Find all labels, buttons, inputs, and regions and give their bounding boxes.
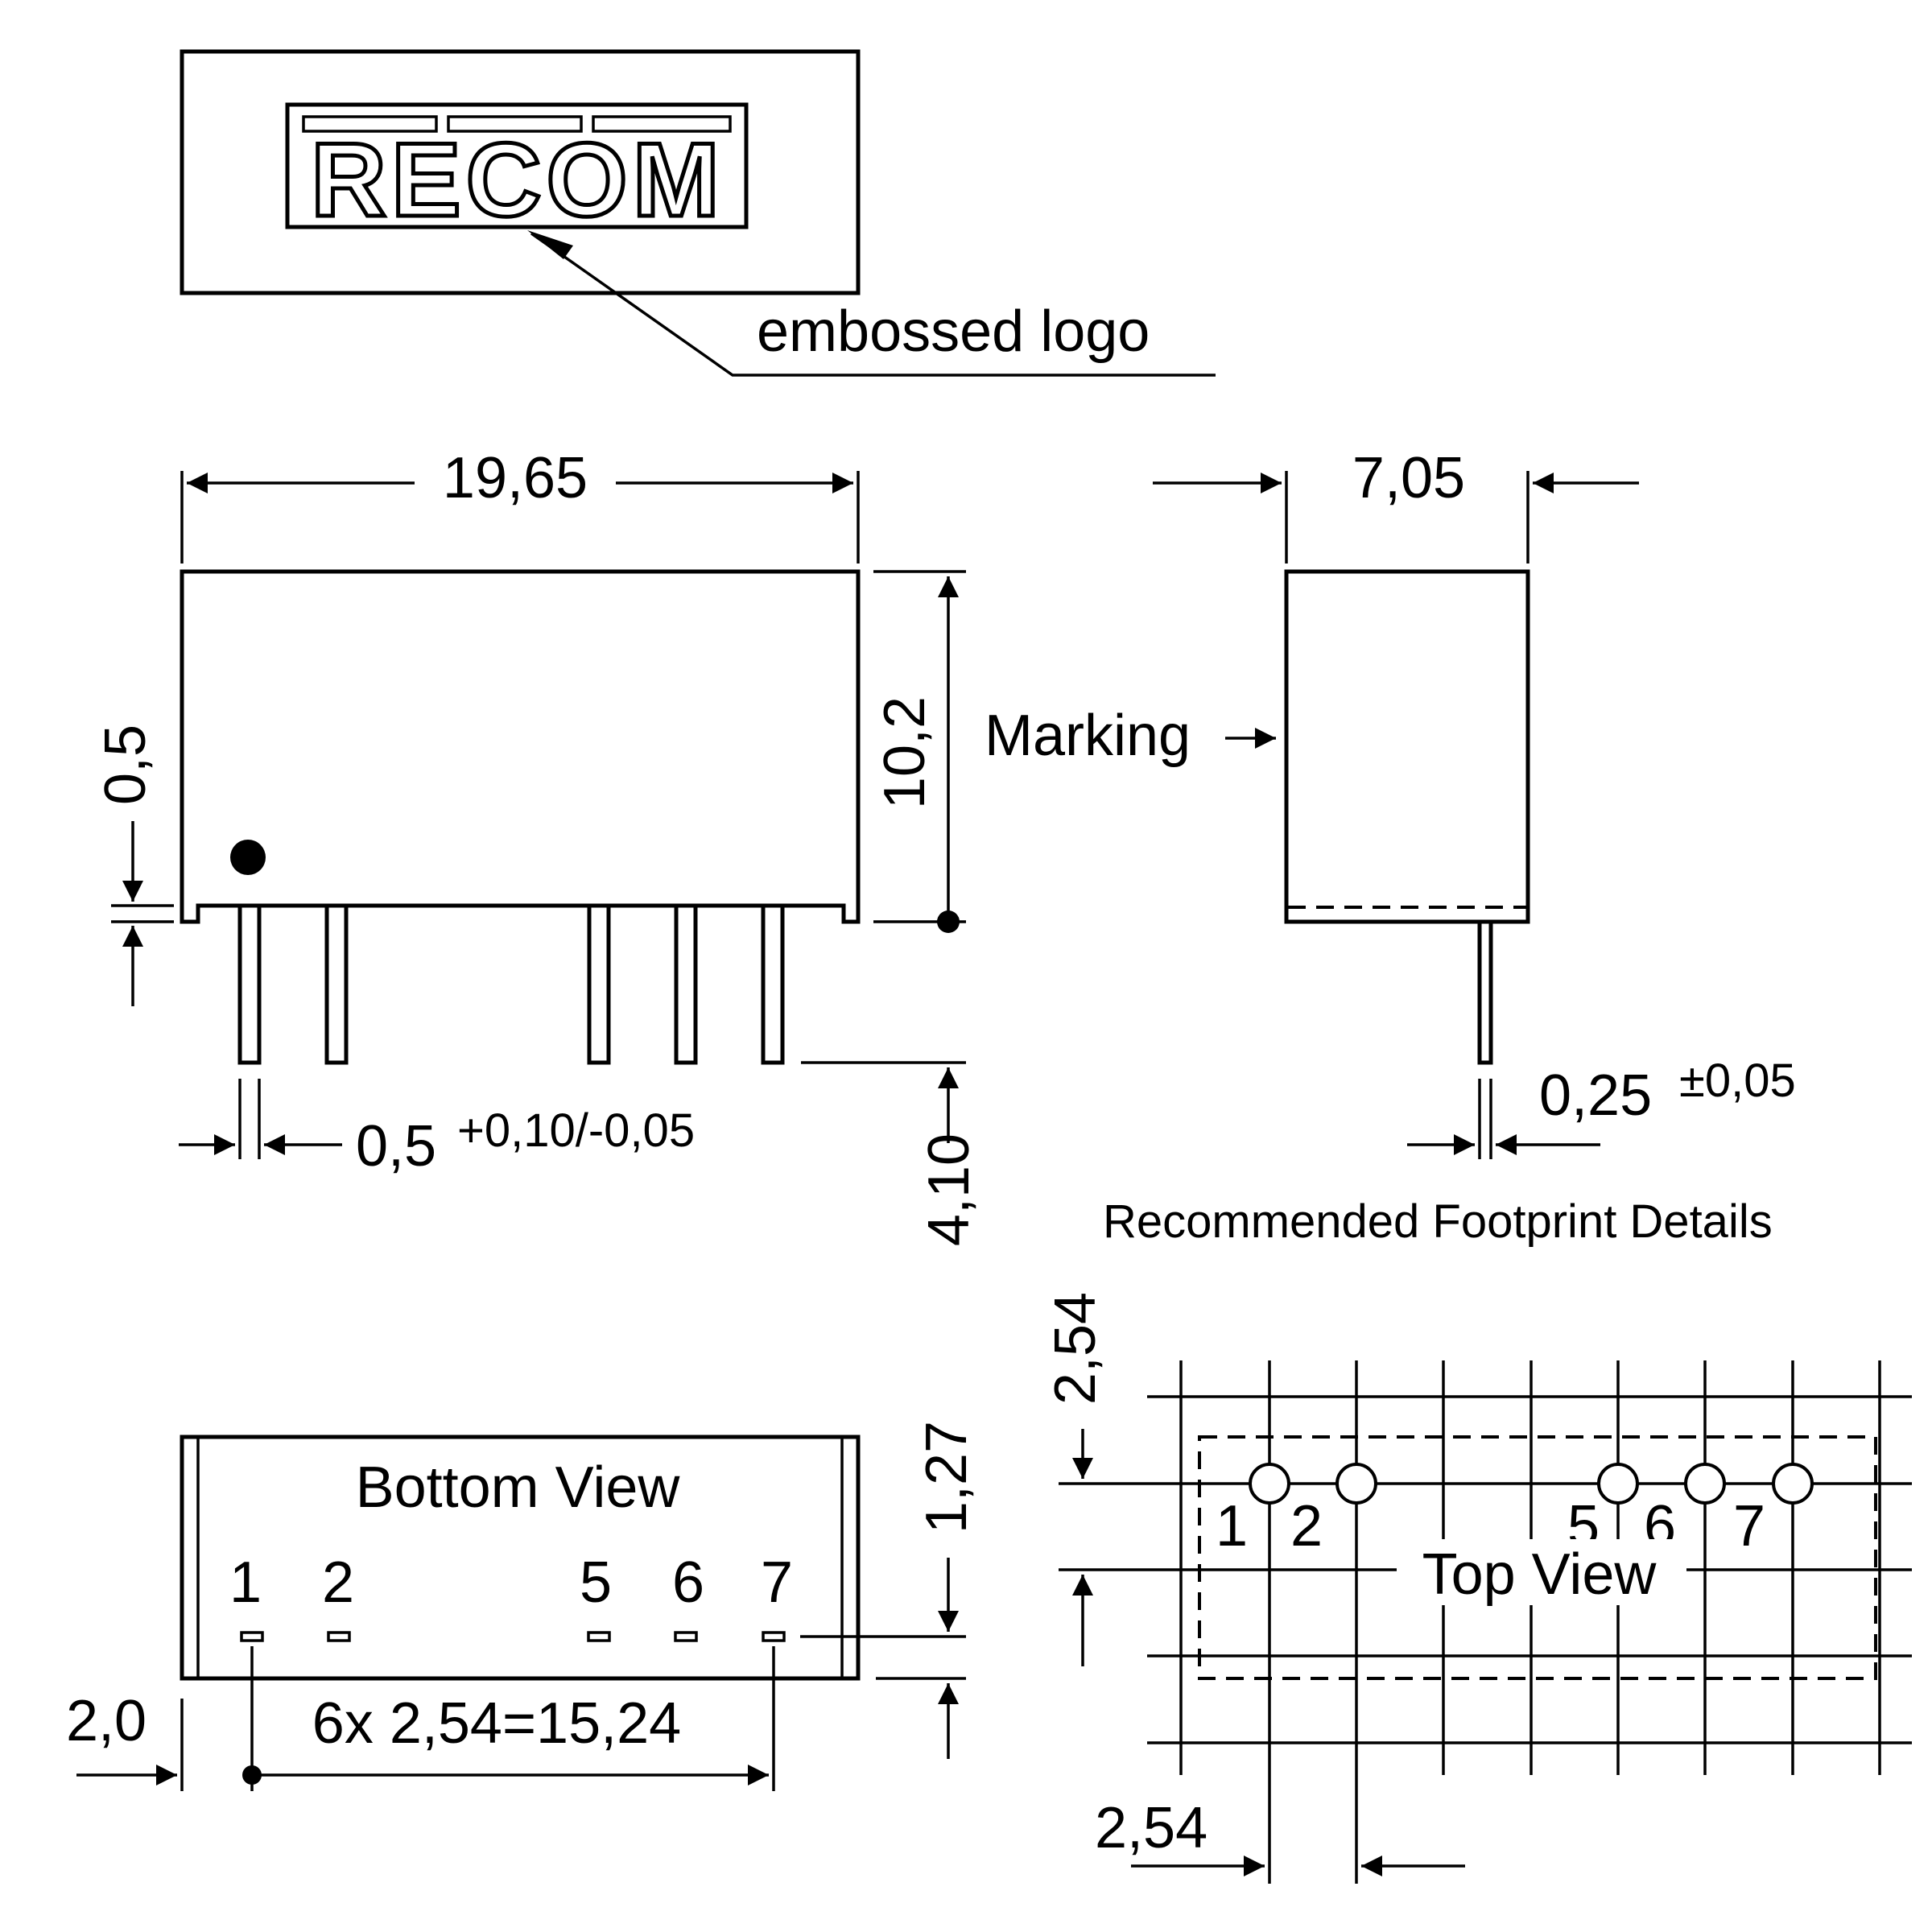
top-pin-label: 7	[1733, 1494, 1765, 1558]
side-view-short: 7,05 Marking 0,25 ±0,05	[985, 446, 1796, 1159]
footprint-outline	[1198, 1435, 1877, 1680]
embossed-logo-label: embossed logo	[757, 299, 1150, 364]
bottom-view: Bottom View 1 2 5 6 7 1,27 2,0 6x 2,54=1	[66, 1421, 979, 1791]
bottom-pin-label: 6	[672, 1550, 704, 1615]
footprint-title: Recommended Footprint Details	[1103, 1195, 1773, 1248]
side-view-long: 19,65 10,2 4,10 0,5 0,5 +0,10/-0,05	[93, 446, 981, 1246]
pin1-dot	[230, 840, 266, 875]
footprint-pads	[1249, 1463, 1814, 1505]
top-view-logo-drawing: RECOM embossed logo	[180, 49, 1216, 377]
marking-label: Marking	[985, 704, 1191, 768]
dim-length: 19,65	[443, 446, 588, 510]
footprint-grid	[1059, 1360, 1912, 1884]
top-pin-label: 2	[1290, 1494, 1323, 1558]
bottom-view-title: Bottom View	[356, 1455, 681, 1520]
top-pin-label: 1	[1216, 1494, 1248, 1558]
dim-standoff: 0,5	[93, 724, 158, 805]
bottom-pin-label: 5	[580, 1550, 612, 1615]
dim-grid-x: 2,54	[1095, 1796, 1208, 1860]
dim-grid-y: 2,54	[1043, 1292, 1108, 1405]
bottom-pin-label: 2	[322, 1550, 354, 1615]
bottom-pin-label: 1	[229, 1550, 262, 1615]
bottom-pin-label: 7	[761, 1550, 793, 1615]
top-view-title: Top View	[1422, 1542, 1657, 1607]
dim-pin-width: 0,5	[356, 1114, 436, 1179]
bottom-pin-marks	[240, 1631, 786, 1642]
dim-edge-to-pin1: 2,0	[66, 1689, 147, 1753]
dim-pin-thickness: 0,25	[1539, 1063, 1652, 1128]
dim-height: 10,2	[873, 696, 937, 809]
dim-width: 7,05	[1352, 446, 1465, 510]
footprint: Recommended Footprint Details	[1043, 1195, 1912, 1884]
recom-logo: RECOM	[311, 121, 724, 238]
dim-pitch-total: 6x 2,54=15,24	[312, 1691, 681, 1756]
dim-pin-width-tol: +0,10/-0,05	[457, 1104, 695, 1157]
bottom-pin-labels: 1 2 5 6 7	[229, 1550, 793, 1615]
dim-pin-thickness-tol: ±0,05	[1679, 1055, 1796, 1107]
dim-pin-offset: 1,27	[914, 1421, 979, 1534]
dim-pin-length: 4,10	[917, 1133, 981, 1246]
